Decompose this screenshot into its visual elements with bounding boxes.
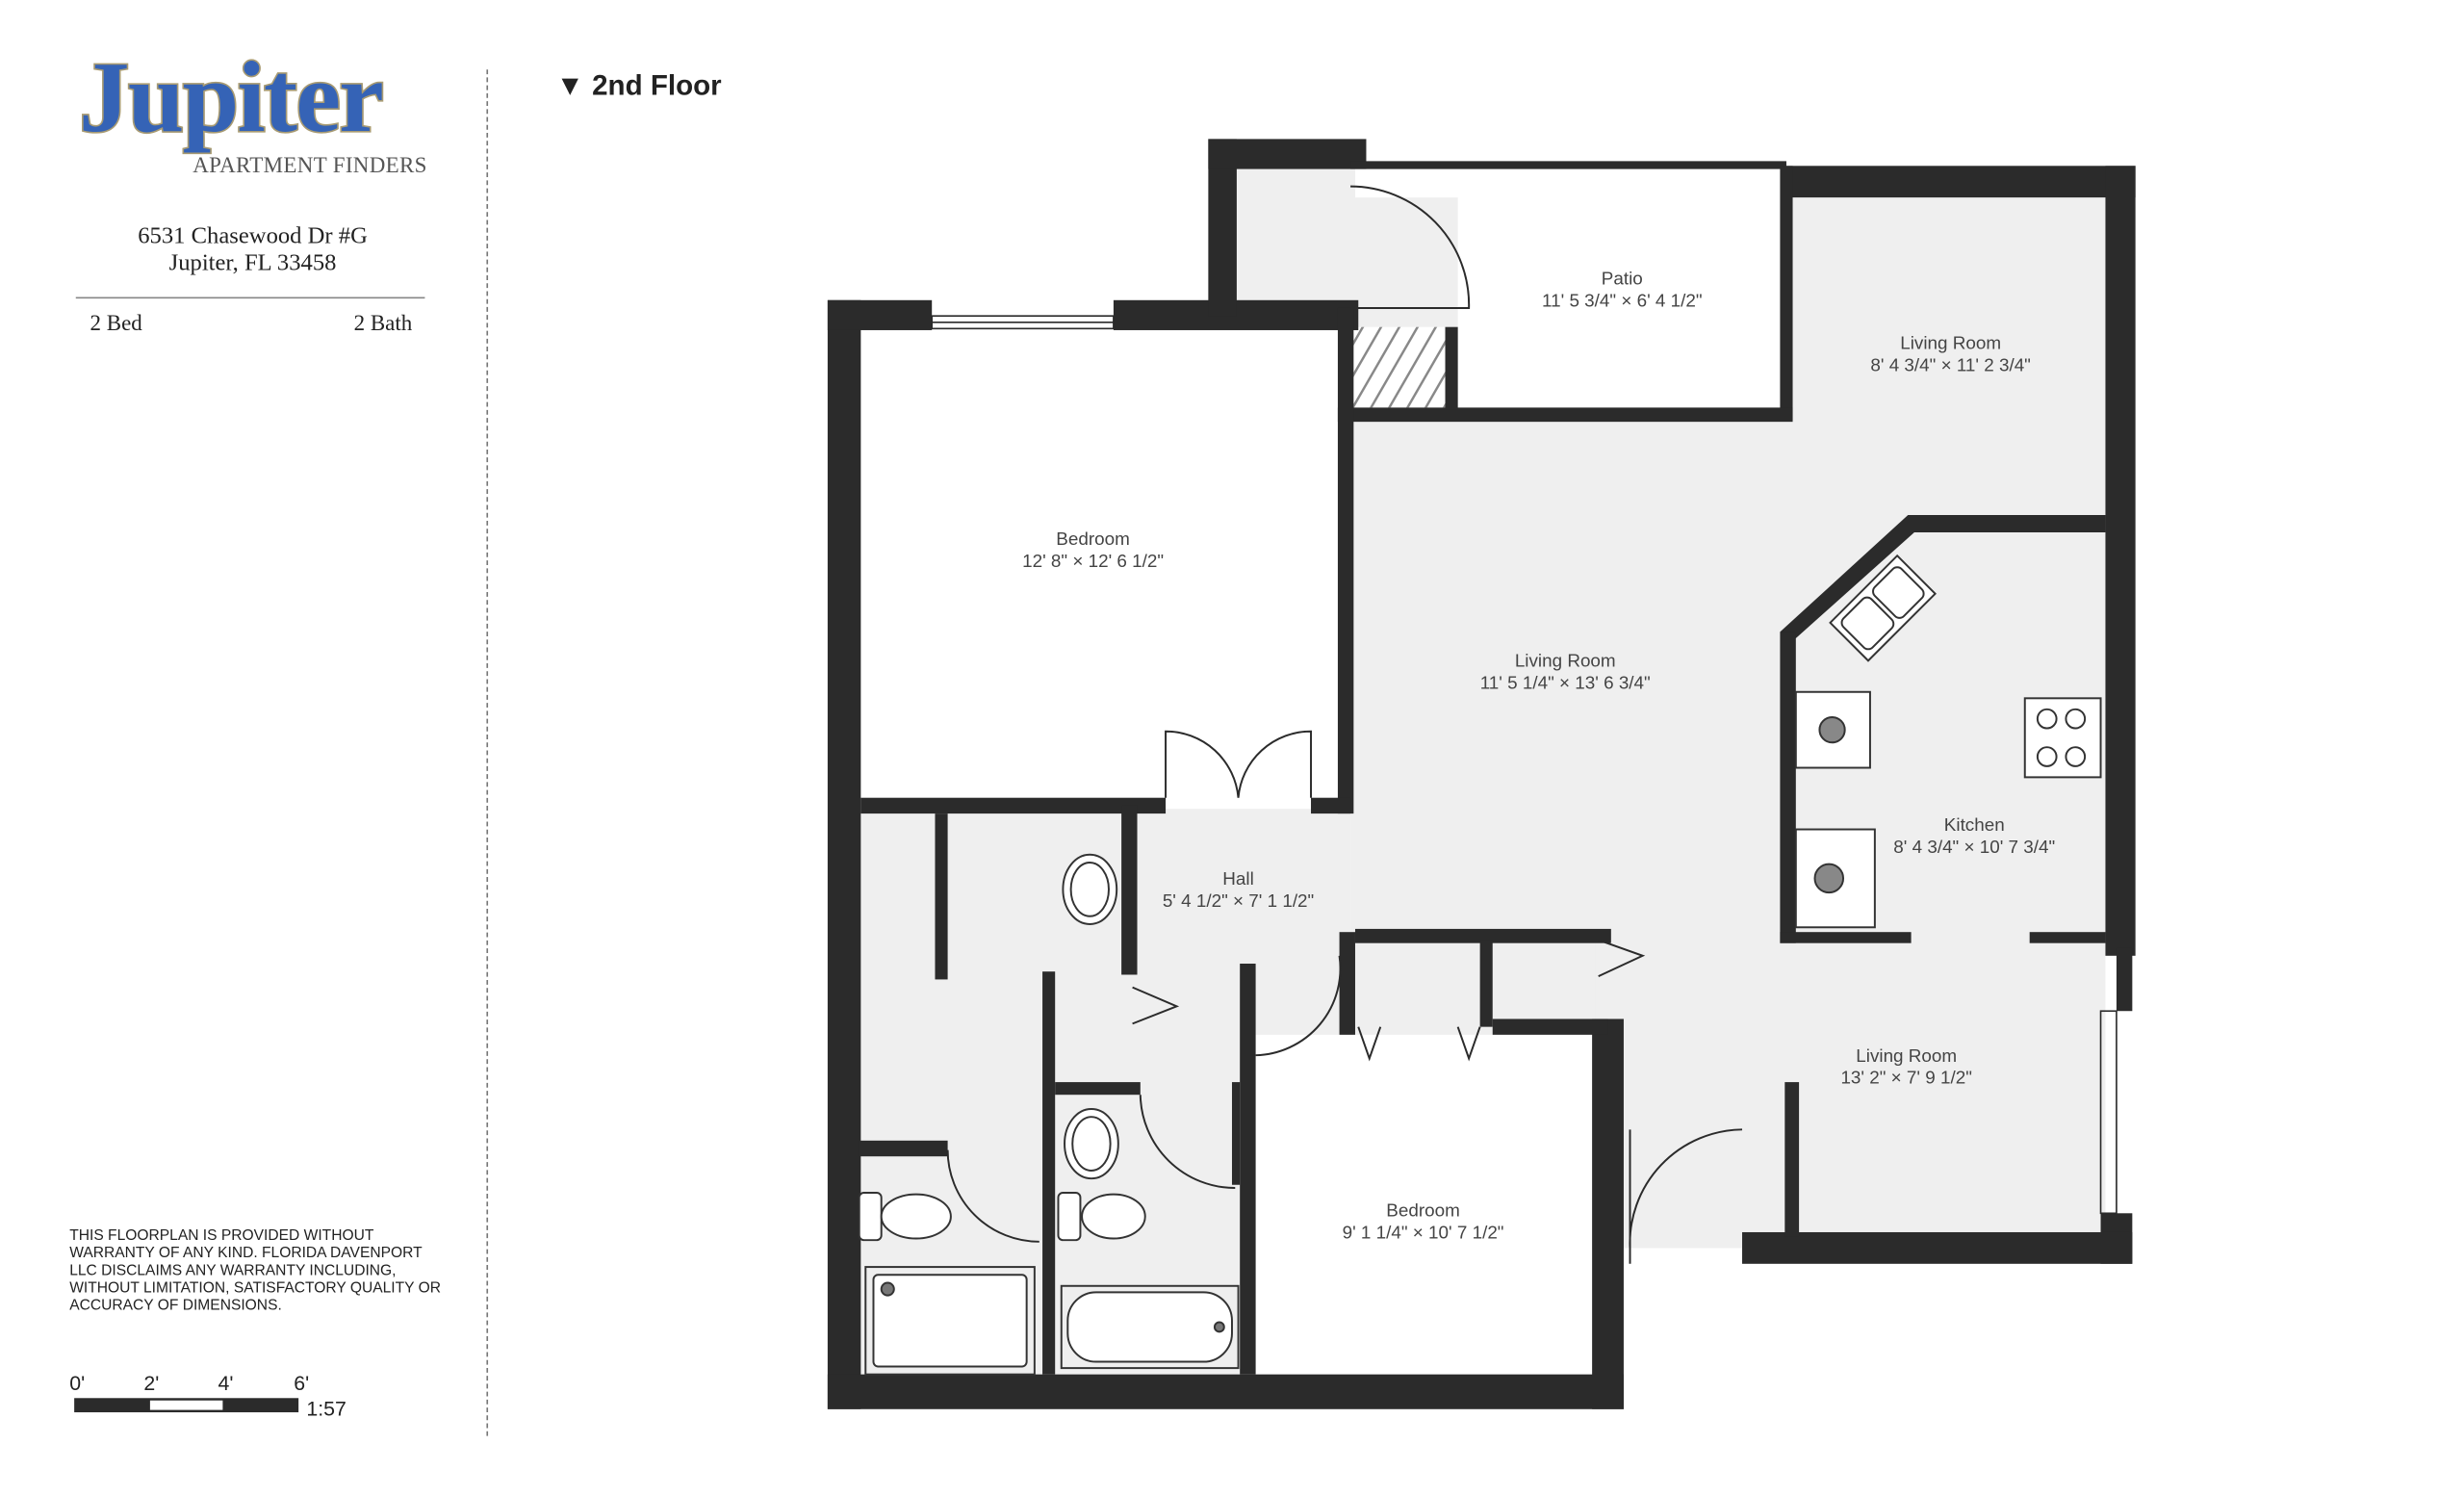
room-dims: 8' 4 3/4" × 10' 7 3/4" [1893, 837, 2055, 857]
room-dims: 13' 2" × 7' 9 1/2" [1840, 1068, 1971, 1088]
door-swings [946, 185, 1743, 1264]
address: 6531 Chasewood Dr #G Jupiter, FL 33458 [64, 224, 443, 278]
bathtub-icon [1060, 1284, 1240, 1370]
dishwasher-icon [1794, 690, 1871, 769]
beds-count: 2 Bed [90, 312, 142, 337]
scale-tick: 6' [294, 1371, 310, 1396]
brand-tagline: APARTMENT FINDERS [192, 154, 427, 179]
white-rooms [860, 168, 1783, 1375]
brand-logo: Jupiter [77, 40, 385, 154]
walls [827, 139, 2136, 1409]
address-line2: Jupiter, FL 33458 [168, 250, 337, 277]
room-labels: Patio 11' 5 3/4" × 6' 4 1/2" Living Room… [1022, 268, 2055, 1242]
floor-title: ▼ 2nd Floor [556, 69, 722, 102]
room-dims: 5' 4 1/2" × 7' 1 1/2" [1163, 890, 1314, 911]
stove-icon [2023, 697, 2102, 779]
divider-line [75, 297, 425, 299]
windows [931, 315, 2118, 1215]
sink-icon [1062, 853, 1118, 925]
fixtures [858, 554, 2102, 1376]
room-name: Hall [1222, 868, 1254, 889]
toilet-icon [1057, 1191, 1146, 1242]
panel-divider [486, 69, 489, 1436]
room-name: Living Room [1856, 1045, 1957, 1066]
room-name: Living Room [1515, 651, 1616, 671]
room-name: Kitchen [1944, 814, 2005, 835]
room-name: Bedroom [1056, 529, 1130, 549]
bathtub-icon [864, 1266, 1036, 1376]
room-dims: 8' 4 3/4" × 11' 2 3/4" [1870, 355, 2031, 375]
room-name: Patio [1602, 268, 1643, 288]
scale-ratio: 1:57 [306, 1396, 346, 1421]
room-dims: 12' 8" × 12' 6 1/2" [1022, 551, 1164, 571]
hatched-column [1350, 326, 1446, 408]
triangle-down-icon: ▼ [555, 69, 584, 102]
baths-count: 2 Bath [353, 312, 413, 337]
disclaimer: THIS FLOORPLAN IS PROVIDED WITHOUT WARRA… [69, 1227, 441, 1315]
room-dims: 9' 1 1/4" × 10' 7 1/2" [1343, 1223, 1504, 1243]
floor-label: 2nd Floor [592, 69, 722, 102]
sink-icon [1064, 1107, 1119, 1180]
room-dims: 11' 5 3/4" × 6' 4 1/2" [1542, 290, 1703, 310]
address-line1: 6531 Chasewood Dr #G [138, 224, 368, 250]
scale-tick: 2' [143, 1371, 160, 1396]
room-name: Bedroom [1386, 1200, 1460, 1221]
scale-tick: 4' [218, 1371, 234, 1396]
toilet-icon [858, 1191, 952, 1242]
room-name: Living Room [1900, 333, 2001, 353]
room-dims: 11' 5 1/4" × 13' 6 3/4" [1480, 672, 1651, 692]
fridge-icon [1794, 828, 1876, 929]
scale-bar [74, 1398, 299, 1413]
kitchen-sink-icon [1829, 554, 1938, 662]
scale-tick: 0' [69, 1371, 86, 1396]
